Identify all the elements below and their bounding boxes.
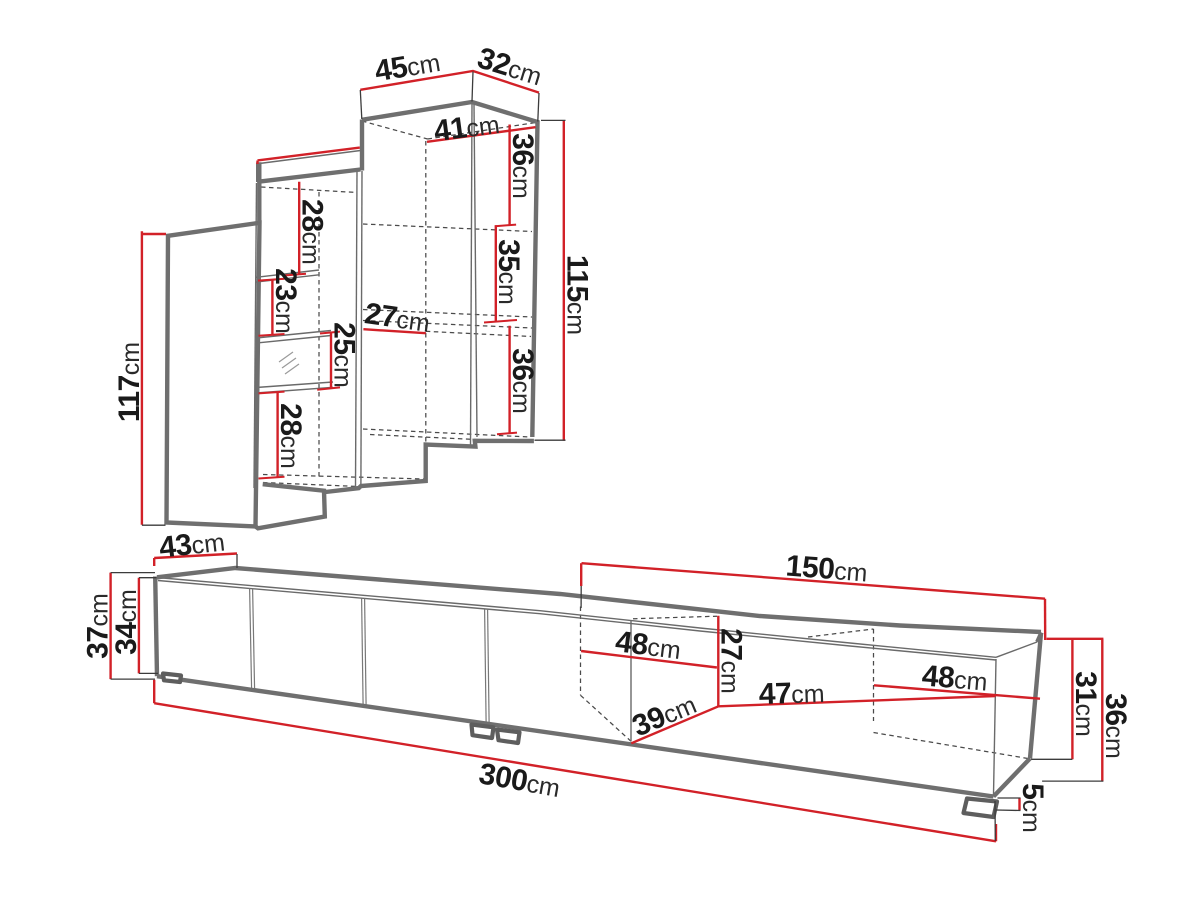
svg-text:34cm: 34cm [110,589,143,655]
svg-text:36cm: 36cm [506,133,539,199]
svg-text:47cm: 47cm [758,676,825,711]
svg-text:25cm: 25cm [328,322,361,388]
svg-text:43cm: 43cm [157,524,226,564]
svg-text:115cm: 115cm [561,255,594,335]
svg-text:37cm: 37cm [82,593,115,659]
svg-text:45cm: 45cm [372,45,442,88]
svg-text:117cm: 117cm [113,342,146,422]
svg-text:48cm: 48cm [614,625,683,666]
svg-text:28cm: 28cm [274,403,307,469]
svg-text:28cm: 28cm [296,199,329,265]
svg-text:35cm: 35cm [492,239,525,305]
svg-text:36cm: 36cm [506,348,539,414]
svg-text:300cm: 300cm [476,757,562,804]
svg-text:48cm: 48cm [921,659,989,697]
svg-text:23cm: 23cm [269,268,302,334]
svg-text:5cm: 5cm [1016,783,1049,833]
svg-text:150cm: 150cm [785,550,869,589]
svg-text:36cm: 36cm [1099,693,1132,759]
svg-text:27cm: 27cm [362,297,432,339]
svg-text:27cm: 27cm [715,628,748,694]
svg-text:41cm: 41cm [432,107,501,148]
svg-text:31cm: 31cm [1069,671,1102,737]
